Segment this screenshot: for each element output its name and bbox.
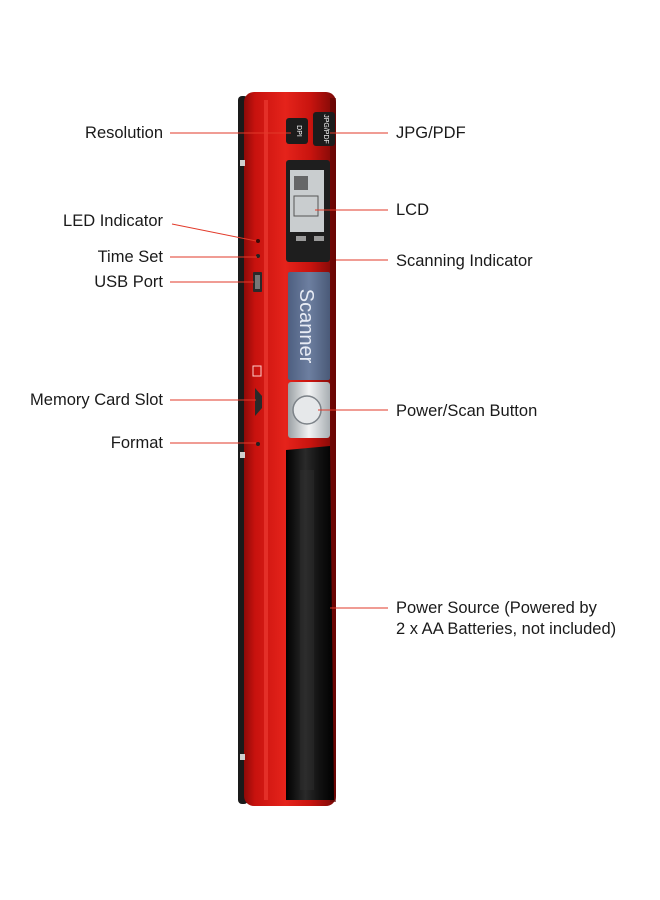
svg-text:DPI: DPI	[295, 125, 302, 137]
label-led-indicator: LED Indicator	[63, 212, 163, 230]
battery-grip	[286, 446, 334, 800]
label-scanning-indicator: Scanning Indicator	[396, 252, 533, 270]
memory-card-slot	[252, 365, 262, 416]
label-usb-port: USB Port	[94, 273, 163, 291]
led-indicator	[256, 239, 260, 243]
usb-port	[253, 272, 262, 292]
label-jpg-pdf: JPG/PDF	[396, 124, 466, 142]
label-power-scan-button: Power/Scan Button	[396, 402, 538, 420]
label-power-source-line1: Power Source (Powered by	[396, 599, 597, 617]
label-time-set: Time Set	[97, 248, 163, 266]
svg-text:Scanner: Scanner	[295, 289, 317, 364]
label-power-source-line2: 2 x AA Batteries, not included)	[396, 620, 617, 638]
power-scan-button[interactable]	[288, 382, 330, 438]
label-format: Format	[110, 434, 163, 452]
svg-text:JPG/PDF: JPG/PDF	[322, 114, 329, 144]
label-resolution: Resolution	[85, 124, 163, 142]
jpg-pdf-button[interactable]: JPG/PDF	[313, 112, 335, 146]
label-lcd: LCD	[396, 201, 430, 219]
leader-lines	[170, 132, 388, 609]
label-power-source: Power Source (Powered by 2 x AA Batterie…	[396, 598, 656, 640]
edge-marks	[240, 160, 245, 760]
label-memory-card-slot: Memory Card Slot	[30, 391, 163, 409]
lcd-screen	[286, 160, 330, 262]
dpi-button[interactable]: DPI	[286, 118, 308, 144]
leader-led-indicator	[171, 223, 257, 242]
format-button[interactable]	[256, 442, 260, 446]
scanner-label-window: Scanner	[288, 272, 330, 380]
